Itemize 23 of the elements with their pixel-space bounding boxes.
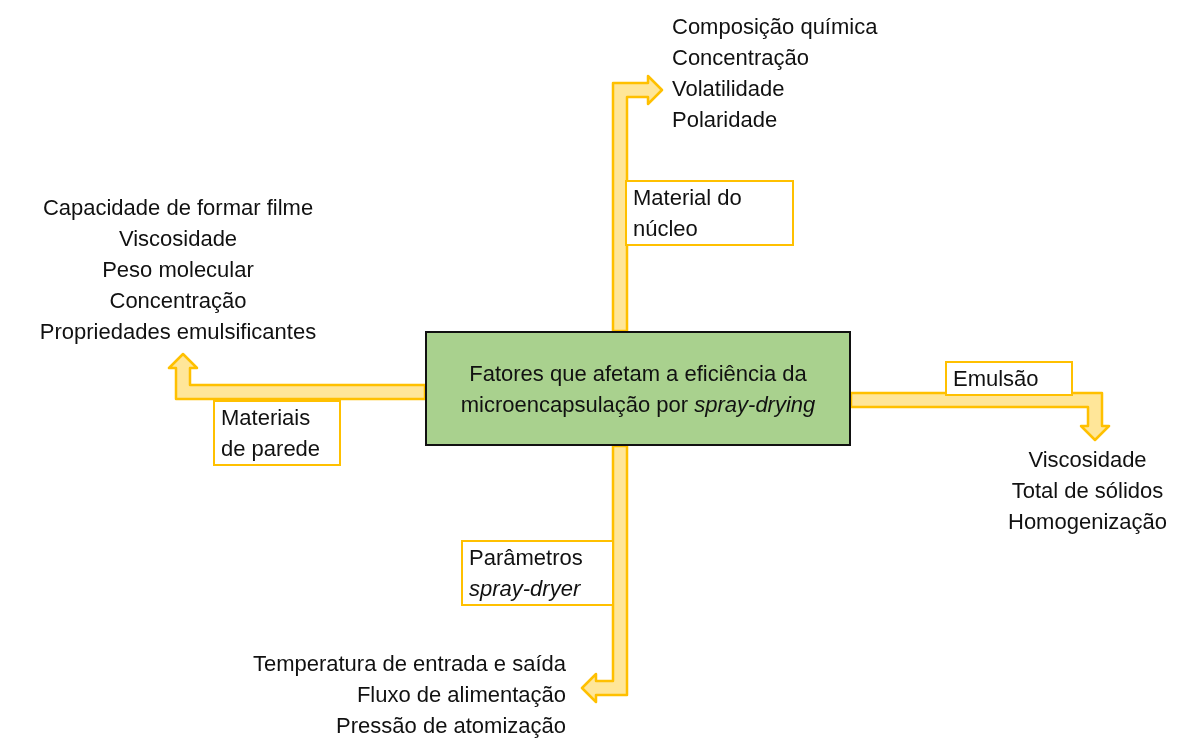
factor-text: Viscosidade xyxy=(1027,446,1148,474)
edge-label: Emulsão xyxy=(945,361,1073,396)
factor-text: Temperatura de entrada e saída xyxy=(251,650,566,678)
factor-text: Concentração xyxy=(108,287,248,315)
factor-text: Composição química xyxy=(672,13,879,41)
factor-text: Peso molecular xyxy=(101,256,255,284)
edge-label: Parâmetros spray-dryer xyxy=(461,540,614,606)
factor-text: Concentração xyxy=(672,44,810,72)
title-box: Fatores que afetam a eficiência da microencapsulação por spray-drying xyxy=(425,331,851,446)
factor-text: Capacidade de formar filme xyxy=(41,194,315,222)
edge-label: Material do núcleo xyxy=(625,180,794,246)
factor-text: Propriedades emulsificantes xyxy=(38,318,318,346)
factor-text: Pressão de atomização xyxy=(335,712,566,740)
factor-text: Polaridade xyxy=(672,106,779,134)
factor-text: Total de sólidos xyxy=(1010,477,1165,505)
block-arrow xyxy=(611,74,664,333)
edge-label: Materiais de parede xyxy=(213,400,341,466)
factor-text: Volatilidade xyxy=(672,75,786,103)
factor-text: Viscosidade xyxy=(117,225,239,253)
block-arrow xyxy=(580,444,629,704)
factor-text: Fluxo de alimentação xyxy=(355,681,566,709)
block-arrow xyxy=(167,352,427,401)
factor-text: Homogenização xyxy=(1007,508,1168,536)
